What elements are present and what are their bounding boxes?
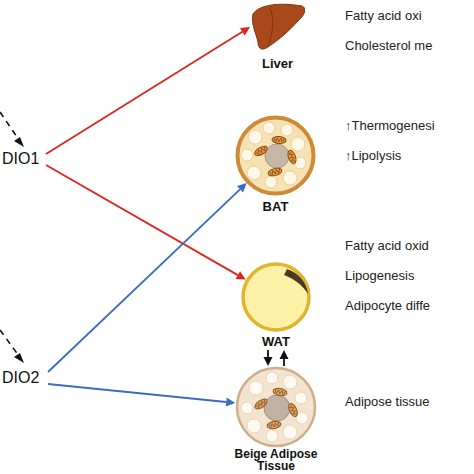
nucleus — [265, 144, 289, 168]
bat-illustration — [235, 115, 316, 196]
mitochondrion — [272, 136, 287, 144]
tissue-name: Liver — [235, 56, 320, 72]
mitochondrion-body — [253, 144, 269, 157]
lipid-droplet — [291, 137, 305, 151]
arrow-head — [279, 350, 288, 359]
beige-adipocyte — [237, 368, 315, 446]
mitochondrion — [272, 387, 287, 396]
mitochondrion-body — [272, 136, 287, 144]
mitochondrion — [266, 420, 281, 429]
mitochondrion-cristae — [289, 404, 297, 415]
effect-text: Adipose tissue — [345, 394, 430, 410]
effect-text: Lipogenesis — [345, 268, 414, 284]
effect-text: ↑Thermogenesi — [345, 118, 435, 134]
gene-name: DIO2 — [2, 368, 48, 388]
tissue-name: BAT — [225, 199, 326, 215]
gene-label-node: DIO1 — [2, 149, 46, 169]
effect-text: ↑Lipolysis — [345, 148, 401, 164]
dashed-arrow-head — [14, 137, 24, 147]
lipid-droplet — [247, 419, 261, 433]
arrow-head — [264, 357, 273, 366]
arrow-head — [237, 183, 247, 192]
gene-label-node: DIO2 — [2, 368, 48, 388]
arrow-connector — [48, 183, 247, 372]
lipid-droplet — [266, 372, 278, 384]
tissue-node: Liver — [250, 2, 305, 52]
lipid-droplet — [283, 171, 297, 185]
effect-text: Fatty acid oxi — [345, 8, 422, 24]
mitochondrion-body — [286, 149, 297, 165]
mitochondrion — [287, 402, 299, 418]
lipid-droplet — [283, 375, 297, 389]
lipid-droplet — [241, 402, 253, 414]
brown-adipocyte — [238, 118, 314, 194]
mitochondrion-cristae — [269, 169, 280, 175]
liver-illustration — [250, 2, 305, 52]
mitochondrion-body — [287, 402, 299, 418]
arrow-line — [267, 350, 269, 357]
lipid-droplet — [283, 425, 297, 439]
mitochondrion-body — [272, 387, 287, 396]
gene-name: DIO1 — [2, 149, 46, 169]
mitochondrion-cristae — [256, 399, 267, 408]
mitochondrion-body — [266, 420, 281, 429]
arrow-connector — [46, 27, 250, 154]
arrow-connector — [279, 350, 288, 366]
arrow-head — [226, 398, 235, 407]
arrow-head — [236, 271, 246, 279]
liver-lobe-line — [268, 8, 273, 46]
arrow-line — [283, 359, 285, 366]
arrow-line — [46, 165, 238, 275]
wat-illustration — [238, 262, 314, 332]
mitochondrion-body — [253, 397, 268, 411]
dashed-input-line — [0, 112, 19, 140]
arrow-connector — [46, 165, 246, 280]
lipid-droplet — [241, 149, 253, 161]
effect-text: Fatty acid oxid — [345, 238, 429, 254]
dashed-input-line — [0, 330, 19, 356]
effect-text: Adipocyte diffe — [345, 298, 430, 314]
nucleus — [264, 395, 290, 421]
arrow-line — [48, 189, 240, 372]
lipid-droplet — [248, 130, 262, 144]
mitochondrion — [253, 397, 268, 411]
tissue-name: WAT — [228, 334, 324, 350]
lipid-droplet — [263, 122, 275, 134]
mitochondrion — [286, 149, 297, 165]
dashed-arrow-head — [14, 353, 24, 363]
mitochondrion-cristae — [274, 138, 285, 143]
tissue-node: BAT — [235, 115, 316, 196]
arrow-line — [48, 384, 226, 402]
tissue-node: WAT — [238, 262, 314, 350]
lipid-droplet — [247, 166, 261, 180]
mitochondrion-cristae — [268, 422, 279, 428]
liver-icon — [253, 4, 305, 49]
lipid-droplet — [266, 430, 278, 442]
effect-text: Cholesterol me — [345, 38, 432, 54]
lipid-droplet — [249, 381, 263, 395]
white-adipocyte — [243, 264, 309, 330]
arrow-head — [240, 27, 250, 36]
mitochondrion-cristae — [274, 389, 285, 395]
tissue-name: Beige Adipose Tissue — [220, 448, 332, 472]
tissue-node: Beige Adipose Tissue — [234, 366, 318, 474]
nucleus-crescent — [284, 269, 308, 294]
mitochondrion-cristae — [255, 147, 266, 156]
mitochondrion-cristae — [288, 151, 295, 162]
lipid-droplet — [281, 124, 293, 136]
arrow-connector — [264, 350, 273, 366]
arrow-line — [46, 32, 242, 154]
lipid-droplet — [295, 392, 307, 404]
lipid-droplet — [265, 176, 277, 188]
mitochondrion — [267, 167, 282, 177]
arrow-connector — [48, 384, 235, 406]
mitochondrion — [253, 144, 269, 157]
mitochondrion-body — [267, 167, 282, 177]
beige-illustration — [234, 366, 318, 448]
